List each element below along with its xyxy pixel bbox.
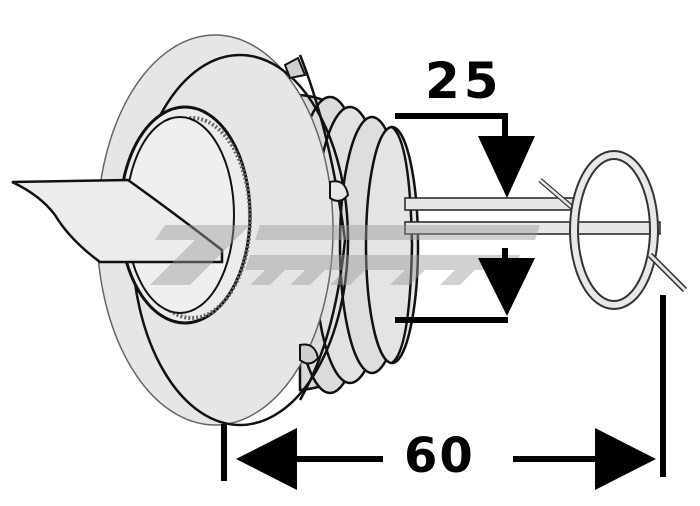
watermark-logo (150, 225, 540, 285)
dimension-label-25: 25 (425, 52, 503, 110)
dimension-label-60: 60 (404, 428, 475, 484)
handle-lever (11, 178, 224, 264)
retaining-pin (404, 150, 688, 310)
dimension-60 (221, 295, 666, 490)
dimension-25 (395, 113, 535, 323)
